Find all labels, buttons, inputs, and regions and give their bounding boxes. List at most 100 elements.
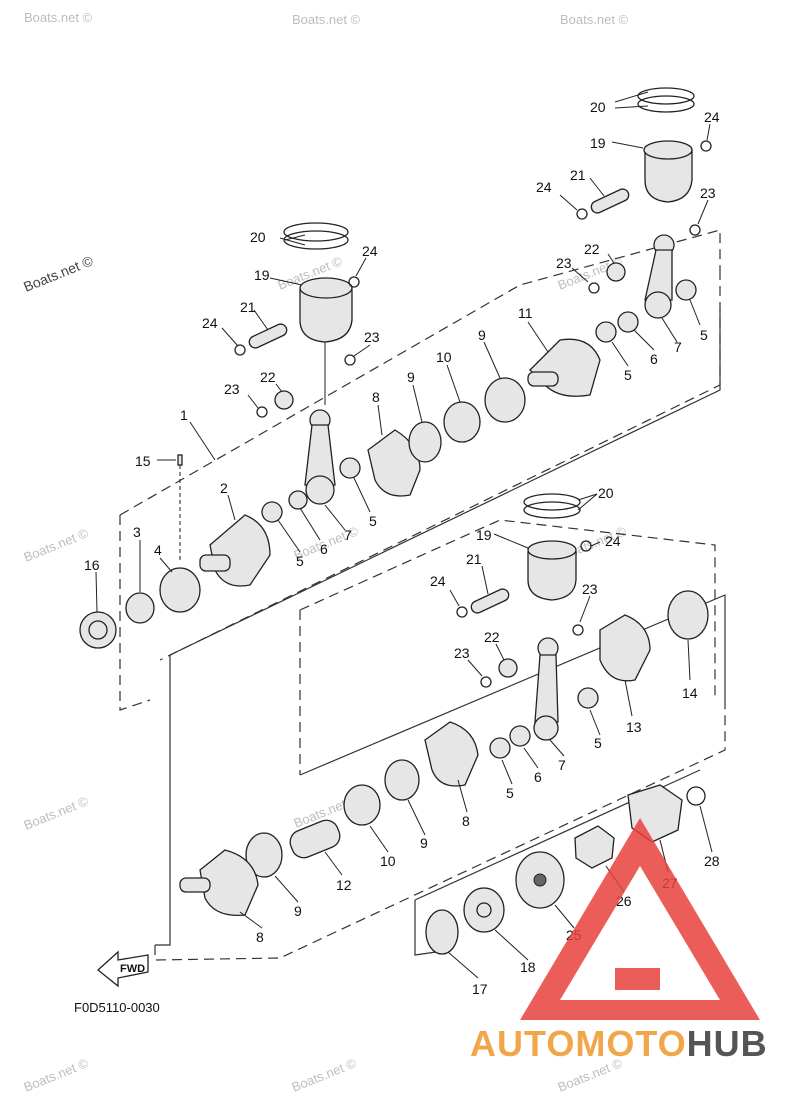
connecting-rod-left bbox=[261, 409, 361, 523]
crank-web bbox=[599, 614, 651, 682]
crank-middle-upper bbox=[367, 279, 697, 497]
callout-labels: 1 2 3 4 15 16 5 6 7 5 8 9 10 9 11 5 6 7 … bbox=[84, 99, 720, 997]
crank-lower bbox=[179, 759, 420, 917]
callout-28: 28 bbox=[704, 853, 720, 869]
callout-19: 19 bbox=[254, 267, 270, 283]
coupler-seal bbox=[425, 909, 459, 955]
piston-ring bbox=[523, 493, 581, 511]
watermark-text: Boats.net © bbox=[560, 12, 629, 27]
crank-web bbox=[199, 849, 259, 917]
bearing bbox=[288, 490, 308, 510]
piston bbox=[644, 149, 693, 203]
circlip bbox=[456, 606, 468, 618]
callout-15: 15 bbox=[135, 453, 151, 469]
piston-pin bbox=[248, 323, 288, 349]
rod-big-end bbox=[533, 715, 559, 741]
bearing bbox=[595, 321, 617, 343]
callout-8: 8 bbox=[372, 389, 380, 405]
callout-21: 21 bbox=[570, 167, 586, 183]
upper-box-dashed bbox=[119, 229, 721, 516]
watermark-text: Boats.net © bbox=[292, 12, 361, 27]
callout-5: 5 bbox=[594, 735, 602, 751]
bearing bbox=[339, 457, 361, 479]
callout-9: 9 bbox=[478, 327, 486, 343]
callout-24: 24 bbox=[202, 315, 218, 331]
callout-23: 23 bbox=[556, 255, 572, 271]
bearing bbox=[675, 279, 697, 301]
watermark-text: Boats.net © bbox=[21, 252, 96, 295]
bearing bbox=[489, 737, 511, 759]
callout-5: 5 bbox=[296, 553, 304, 569]
oil-seal-inner bbox=[88, 620, 108, 640]
spacer bbox=[463, 887, 505, 933]
piston-group-left bbox=[234, 222, 360, 418]
callout-24: 24 bbox=[605, 533, 621, 549]
bearing bbox=[159, 567, 201, 613]
callout-23: 23 bbox=[454, 645, 470, 661]
callout-10: 10 bbox=[380, 853, 396, 869]
piston-ring bbox=[283, 222, 349, 242]
crank-pin bbox=[527, 371, 559, 387]
callout-9: 9 bbox=[407, 369, 415, 385]
callout-4: 4 bbox=[154, 542, 162, 558]
piston-group-right bbox=[576, 87, 712, 319]
circlip bbox=[576, 208, 588, 220]
washer bbox=[256, 406, 268, 418]
coupler-damper bbox=[574, 825, 615, 869]
callout-9: 9 bbox=[294, 903, 302, 919]
coupler-hub bbox=[533, 873, 547, 887]
bearing bbox=[408, 421, 442, 463]
callout-8: 8 bbox=[462, 813, 470, 829]
rod-beam bbox=[644, 249, 673, 301]
callout-7: 7 bbox=[674, 339, 682, 355]
callout-5: 5 bbox=[369, 513, 377, 529]
middle-box-solid bbox=[299, 594, 726, 776]
callout-16: 16 bbox=[84, 557, 100, 573]
circlip bbox=[348, 276, 360, 288]
piston-ring bbox=[637, 87, 695, 105]
callout-22: 22 bbox=[260, 369, 276, 385]
piston bbox=[527, 551, 577, 601]
bearing bbox=[484, 377, 526, 423]
crank-left-parts bbox=[79, 454, 271, 649]
piston-crown bbox=[527, 540, 577, 560]
callout-12: 12 bbox=[336, 877, 352, 893]
brand-part-2: HUB bbox=[687, 1023, 768, 1064]
callout-18: 18 bbox=[520, 959, 536, 975]
callout-1: 1 bbox=[180, 407, 188, 423]
upper-box-solid bbox=[169, 310, 721, 656]
lower-box-solid-left bbox=[155, 655, 171, 946]
callout-6: 6 bbox=[650, 351, 658, 367]
callout-23: 23 bbox=[700, 185, 716, 201]
crank-web bbox=[424, 721, 479, 787]
callout-19: 19 bbox=[590, 135, 606, 151]
brand-part-1: AUTOMOTO bbox=[470, 1023, 687, 1064]
piston-pin bbox=[470, 588, 510, 614]
piston-ring bbox=[637, 95, 695, 113]
callout-14: 14 bbox=[682, 685, 698, 701]
callout-6: 6 bbox=[534, 769, 542, 785]
bearing bbox=[617, 311, 639, 333]
circlip bbox=[700, 140, 712, 152]
callout-24: 24 bbox=[704, 109, 720, 125]
callout-23: 23 bbox=[582, 581, 598, 597]
logo-g-mark bbox=[615, 968, 660, 990]
watermark-text: Boats.net © bbox=[22, 793, 91, 833]
watermark-text: Boats.net © bbox=[290, 1055, 359, 1095]
callout-19: 19 bbox=[476, 527, 492, 543]
callout-10: 10 bbox=[436, 349, 452, 365]
washer bbox=[572, 624, 584, 636]
callout-17: 17 bbox=[472, 981, 488, 997]
callout-24: 24 bbox=[536, 179, 552, 195]
callout-8: 8 bbox=[256, 929, 264, 945]
fwd-arrow-icon bbox=[96, 950, 149, 988]
callout-2: 2 bbox=[220, 480, 228, 496]
callout-23: 23 bbox=[224, 381, 240, 397]
dowel-pin bbox=[177, 454, 183, 466]
figure-code: F0D5110-0030 bbox=[74, 1000, 160, 1015]
end-bearing bbox=[667, 590, 709, 640]
rod-beam bbox=[534, 654, 559, 723]
washer bbox=[588, 282, 600, 294]
